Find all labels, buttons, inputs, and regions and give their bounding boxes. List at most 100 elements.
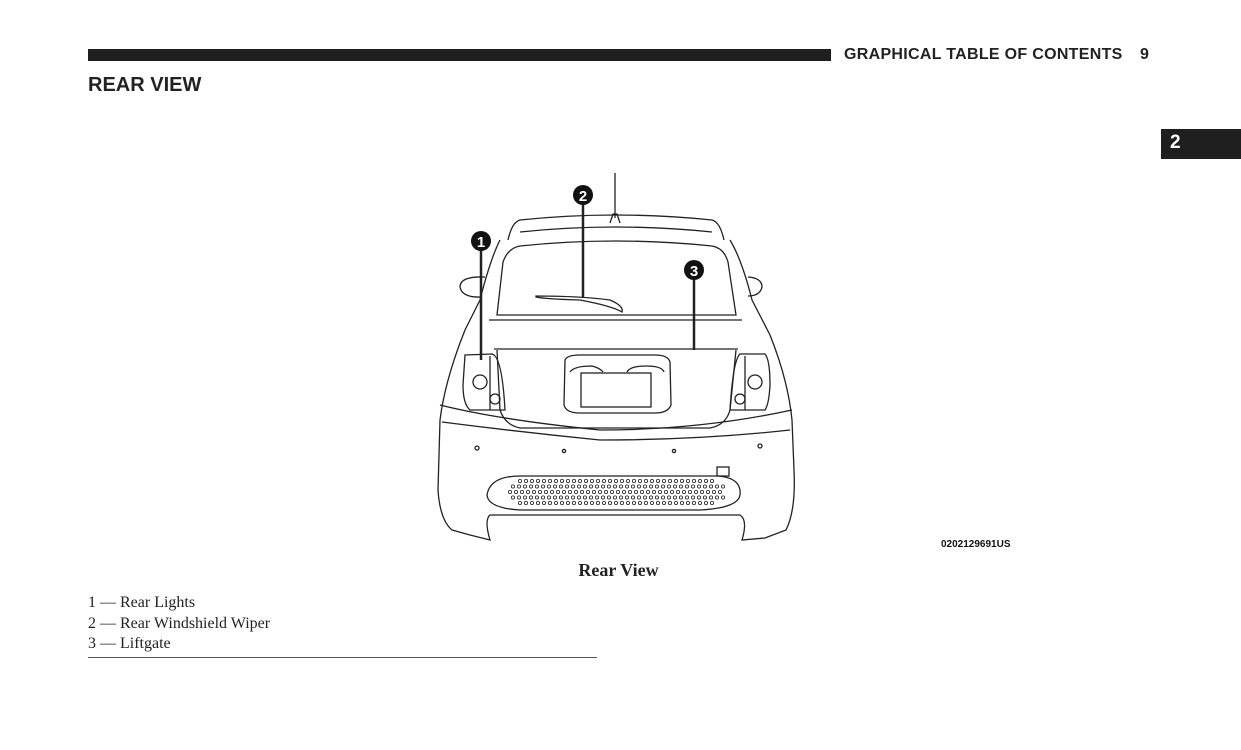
- grille-dot: [602, 500, 607, 505]
- grille-dot: [518, 500, 523, 505]
- grille-dot: [652, 489, 657, 494]
- grille-dot: [698, 478, 703, 483]
- grille-dot: [610, 489, 615, 494]
- grille-dot: [607, 484, 612, 489]
- grille-dot: [650, 500, 655, 505]
- grille-dot: [607, 495, 612, 500]
- grille-dot: [709, 495, 714, 500]
- grille-dot: [530, 478, 535, 483]
- grille-dot: [643, 495, 648, 500]
- parking-sensors: [474, 443, 763, 454]
- grille-dot: [550, 489, 555, 494]
- grille-dot: [578, 500, 583, 505]
- grille-dot: [542, 500, 547, 505]
- grille-dot: [589, 484, 594, 489]
- grille-dot: [601, 495, 606, 500]
- grille-dot: [580, 489, 585, 494]
- grille-dot: [586, 489, 591, 494]
- grille-dot: [530, 500, 535, 505]
- rear-bumper: [439, 404, 793, 441]
- grille-dot: [568, 489, 573, 494]
- grille-dot: [583, 495, 588, 500]
- grille-dot: [700, 489, 705, 494]
- grille-dot: [656, 500, 661, 505]
- grille-dot: [614, 500, 619, 505]
- legend-item: 3 — Liftgate: [88, 635, 171, 652]
- grille-dot: [548, 500, 553, 505]
- grille-dot: [608, 500, 613, 505]
- callout-1: 1: [471, 231, 491, 360]
- grille-dot: [526, 489, 531, 494]
- grille-dot: [721, 495, 726, 500]
- grille-dot: [721, 484, 726, 489]
- grille-dot: [710, 478, 715, 483]
- body-outline: [437, 239, 795, 541]
- grille-dot: [692, 500, 697, 505]
- grille-dot: [619, 495, 624, 500]
- grille-dot: [638, 478, 643, 483]
- grille-dot: [535, 484, 540, 489]
- plate-housing: [563, 354, 672, 414]
- grille-dot: [628, 489, 633, 494]
- grille-dot: [604, 489, 609, 494]
- grille-dot: [650, 478, 655, 483]
- grille-dot: [507, 489, 512, 494]
- grille-dot: [547, 495, 552, 500]
- grille-dot: [643, 484, 648, 489]
- grille-dot: [686, 478, 691, 483]
- grille-dot: [679, 484, 684, 489]
- grille-dot: [596, 478, 601, 483]
- grille-dot: [589, 495, 594, 500]
- grille-dot: [631, 484, 636, 489]
- grille-dot: [566, 478, 571, 483]
- grille-dot: [523, 495, 528, 500]
- grille-dot: [691, 495, 696, 500]
- figure-caption: Rear View: [578, 560, 659, 580]
- grille-dot: [649, 495, 654, 500]
- chapter-tab[interactable]: 2: [1161, 129, 1241, 159]
- grille-dot: [644, 478, 649, 483]
- grille-dot: [524, 500, 529, 505]
- grille-dot: [676, 489, 681, 494]
- grille-dot: [703, 484, 708, 489]
- grille-dot: [718, 489, 723, 494]
- running-header: GRAPHICAL TABLE OF CONTENTS: [844, 46, 1123, 63]
- grille-dot: [644, 500, 649, 505]
- grille-dot: [691, 484, 696, 489]
- grille-dot: [670, 489, 675, 494]
- grille-dot: [685, 495, 690, 500]
- grille-dot: [662, 478, 667, 483]
- grille-dot: [554, 478, 559, 483]
- grille-dot: [679, 495, 684, 500]
- callout-3: 3: [684, 260, 704, 350]
- header-bar: [88, 49, 831, 61]
- grille-dot: [566, 500, 571, 505]
- grille-dot: [544, 489, 549, 494]
- left-tail-light: [462, 353, 506, 411]
- grille-dot: [571, 484, 576, 489]
- legend-item: 2 — Rear Windshield Wiper: [88, 614, 271, 632]
- grille-dot: [571, 495, 576, 500]
- grille-dot: [602, 478, 607, 483]
- grille-dot: [584, 500, 589, 505]
- grille-dot: [682, 489, 687, 494]
- grille-dot: [572, 500, 577, 505]
- legend-item: 1 — Rear Lights: [88, 594, 196, 611]
- grille-dot: [560, 500, 565, 505]
- grille-dot: [614, 478, 619, 483]
- grille-dot: [637, 484, 642, 489]
- grille-dot: [595, 484, 600, 489]
- grille-dot: [590, 478, 595, 483]
- liftgate: [494, 348, 738, 429]
- grille-dot: [697, 495, 702, 500]
- grille-dot: [517, 495, 522, 500]
- grille-dot: [565, 495, 570, 500]
- grille-dot: [510, 484, 515, 489]
- grille-dot: [559, 495, 564, 500]
- grille-dot: [662, 500, 667, 505]
- rear-wiper: [535, 295, 623, 313]
- grille-dot: [668, 500, 673, 505]
- grille-dot: [686, 500, 691, 505]
- callout-2-label: 2: [579, 188, 587, 205]
